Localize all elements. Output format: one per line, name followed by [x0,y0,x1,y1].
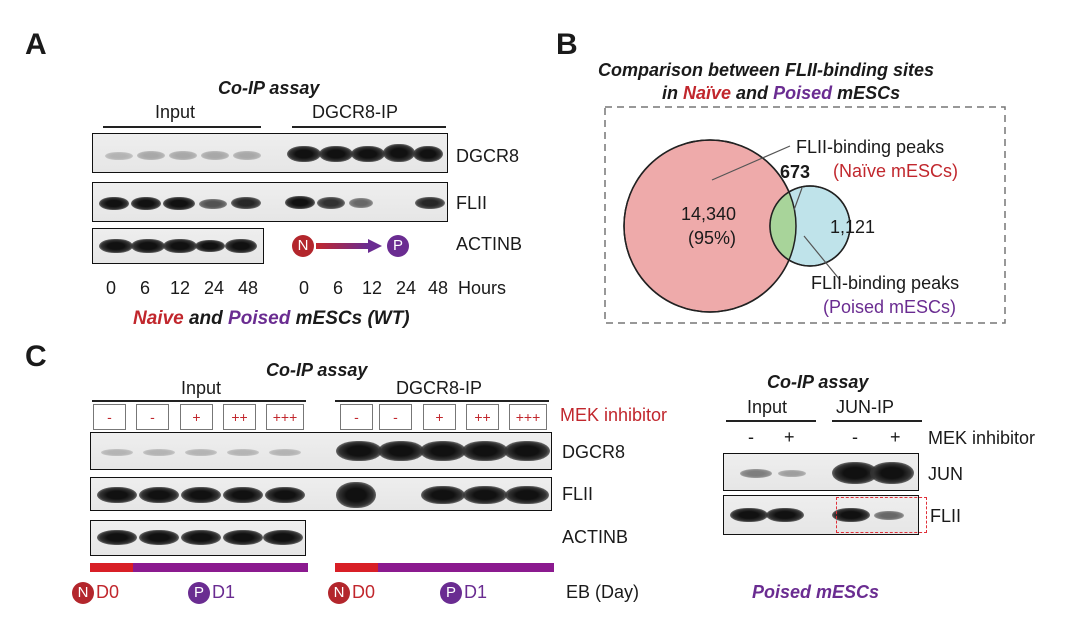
panel-a-row-actinb: ACTINB [456,234,523,254]
panel-c-right-caption: Poised mESCs [752,582,880,602]
panel-a-lane: 48 [427,278,449,298]
panel-a-lane: 12 [169,278,191,298]
panel-b-title-line2: in Naïve and Poised mESCs [662,83,901,103]
panel-a-lane: 6 [139,278,150,298]
panel-c-right-input-underline [726,420,816,422]
panel-c-input-underline [92,400,306,402]
day0-bar-right [335,563,378,572]
panel-c-right-treatment: + [890,427,901,447]
panel-a-dgcr8-blot [92,133,448,173]
venn-naive-leader [711,145,791,181]
panel-a-lane: 0 [298,278,309,298]
panel-a-input-underline [103,126,261,128]
treatment-box: ++ [223,404,256,430]
panel-c-ip-underline [335,400,549,402]
poised-p-icon: P [188,582,210,604]
venn-naive-label-2: (Naïve mESCs) [833,161,959,181]
treatment-box: - [379,404,412,430]
venn-poised-leader [803,235,841,281]
day1-bar-left [133,563,308,572]
venn-poised-count: 1,121 [830,217,876,237]
venn-poised-label-2: (Poised mESCs) [823,297,957,317]
panel-b-title-line1: Comparison between FLII-binding sites [598,60,935,80]
panel-a-hours-label: Hours [458,278,507,298]
panel-c-flii-blot [90,477,552,511]
panel-a-flii-blot [92,182,448,222]
panel-c-dgcr8-blot [90,432,552,470]
venn-naive-count: 14,340 [681,204,737,224]
treatment-box: ++ [466,404,499,430]
venn-poised-label-1: FLII-binding peaks [811,273,960,293]
treatment-box: - [93,404,126,430]
panel-a-row-flii: FLII [456,193,488,213]
venn-naive-pct: (95%) [688,228,737,248]
panel-a-lane: 12 [361,278,383,298]
panel-c-right-flii-blot [723,495,919,535]
venn-overlap-leader [793,187,803,211]
panel-c-right-ip-underline [832,420,922,422]
panel-c-mek-label: MEK inhibitor [560,405,668,425]
panel-c-row-actinb: ACTINB [562,527,629,547]
panel-a-lane: 0 [105,278,116,298]
poised-p-icon: P [387,235,409,257]
eb-day-label: EB (Day) [566,582,640,602]
panel-label-a: A [25,28,47,61]
panel-c-right-jun-blot [723,453,919,491]
poised-p-icon: P [440,582,462,604]
panel-c-right-ip-label: JUN-IP [836,397,894,417]
panel-a-lane: 48 [237,278,259,298]
naive-to-poised-arrow-icon [316,239,382,253]
day0-bar-left [90,563,133,572]
venn-naive-label-1: FLII-binding peaks [796,137,945,157]
panel-a-lane: 24 [203,278,225,298]
treatment-box: + [180,404,213,430]
panel-a-assay-title: Co-IP assay [218,78,320,98]
panel-c-right-treatment: - [748,427,754,447]
treatment-box: +++ [266,404,304,430]
panel-a-ip-label: DGCR8-IP [312,102,399,122]
panel-c-assay-title: Co-IP assay [266,360,368,380]
day-label-d0: D0 [352,582,376,602]
highlight-box [836,497,927,533]
panel-c-ip-label: DGCR8-IP [396,378,483,398]
panel-c-right-row-jun: JUN [928,464,963,484]
panel-a-caption: Naive and Poised mESCs (WT) [133,308,410,329]
panel-label-b: B [556,28,578,61]
day-label-d1: D1 [464,582,488,602]
venn-overlap-region [770,186,796,266]
panel-c-right-input-label: Input [747,397,788,417]
panel-c-actinb-blot [90,520,306,556]
venn-diagram [604,106,1006,324]
panel-c-right-treatment: - [852,427,858,447]
panel-c-row-flii: FLII [562,484,594,504]
naive-n-icon: N [328,582,350,604]
venn-overlap-count: 673 [780,162,811,182]
day-label-d0: D0 [96,582,120,602]
panel-c-right-mek-label: MEK inhibitor [928,428,1036,448]
panel-c-right-treatment: + [784,427,795,447]
panel-c-input-label: Input [181,378,222,398]
day1-bar-right [378,563,554,572]
panel-a-lane: 24 [395,278,417,298]
naive-n-icon: N [292,235,314,257]
panel-a-row-dgcr8: DGCR8 [456,146,520,166]
treatment-box: - [340,404,373,430]
panel-a-ip-underline [292,126,446,128]
day-label-d1: D1 [212,582,236,602]
treatment-box: + [423,404,456,430]
panel-a-lane: 6 [332,278,343,298]
treatment-box: +++ [509,404,547,430]
naive-n-icon: N [72,582,94,604]
panel-c-row-dgcr8: DGCR8 [562,442,626,462]
panel-a-input-label: Input [155,102,196,122]
panel-a-actinb-blot [92,228,264,264]
panel-c-right-row-flii: FLII [930,506,962,526]
treatment-box: - [136,404,169,430]
panel-c-right-assay-title: Co-IP assay [767,372,869,392]
panel-label-c: C [25,340,47,373]
